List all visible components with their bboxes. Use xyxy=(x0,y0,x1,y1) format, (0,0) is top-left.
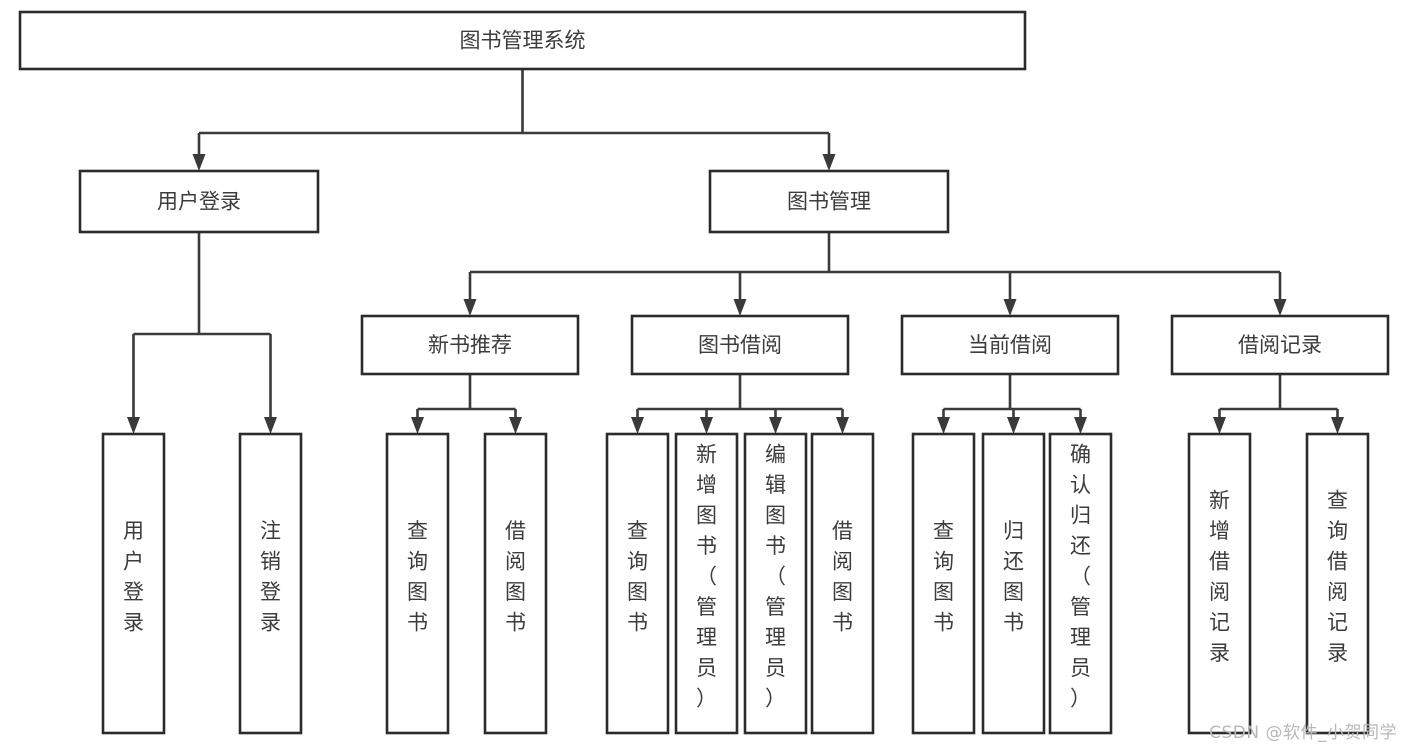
node-box[interactable] xyxy=(483,432,548,735)
node-label: 借阅记录 xyxy=(1238,333,1322,357)
node-bookmgmt[interactable]: 图书管理 xyxy=(708,169,950,234)
arrow-head-icon xyxy=(1273,299,1287,316)
arrow-head-icon xyxy=(1003,299,1017,316)
node-label: 用户登录 xyxy=(123,519,144,635)
arrow-head-icon xyxy=(836,417,849,434)
arrow-head-icon xyxy=(937,417,950,434)
connector-group-current xyxy=(937,374,1087,434)
node-label: 图书管理系统 xyxy=(460,29,586,53)
node-leaf5[interactable]: 查询图书 xyxy=(605,432,670,735)
node-label: 借阅图书 xyxy=(832,519,853,635)
node-leaf3[interactable]: 查询图书 xyxy=(385,432,450,735)
node-box[interactable] xyxy=(238,432,303,735)
arrow-head-icon xyxy=(1074,417,1087,434)
node-label: 图书借阅 xyxy=(698,333,782,357)
connector-group-root xyxy=(192,69,836,171)
node-box[interactable] xyxy=(900,314,1120,376)
node-box[interactable] xyxy=(360,314,580,376)
node-label: 归还图书 xyxy=(1003,519,1024,635)
node-leaf4[interactable]: 借阅图书 xyxy=(483,432,548,735)
node-label: 查询图书 xyxy=(933,519,954,635)
arrow-head-icon xyxy=(411,417,424,434)
node-leaf11[interactable]: 确认归还（管理员） xyxy=(1048,432,1113,735)
node-label: 新增图书（管理员） xyxy=(696,443,717,711)
arrow-head-icon xyxy=(463,299,477,316)
node-label: 确认归还（管理员） xyxy=(1070,443,1091,711)
connector-group-login xyxy=(127,232,277,434)
node-label: 查询图书 xyxy=(407,519,428,635)
node-box[interactable] xyxy=(1305,432,1370,735)
node-root[interactable]: 图书管理系统 xyxy=(18,10,1027,71)
node-leaf9[interactable]: 查询图书 xyxy=(911,432,976,735)
node-leaf6[interactable]: 新增图书（管理员） xyxy=(674,432,739,735)
node-box[interactable] xyxy=(605,432,670,735)
node-leaf13[interactable]: 查询借阅记录 xyxy=(1305,432,1370,735)
arrow-head-icon xyxy=(733,299,747,316)
arrow-head-icon xyxy=(631,417,644,434)
node-box[interactable] xyxy=(18,10,1027,71)
connector-group-records xyxy=(1213,374,1344,434)
nodes-layer: 图书管理系统用户登录图书管理新书推荐图书借阅当前借阅借阅记录用户登录注销登录查询… xyxy=(18,10,1390,735)
connector-group-borrow xyxy=(631,374,849,434)
arrow-head-icon xyxy=(822,154,836,171)
node-borrow[interactable]: 图书借阅 xyxy=(630,314,850,376)
node-box[interactable] xyxy=(101,432,166,735)
node-login[interactable]: 用户登录 xyxy=(78,169,320,234)
node-leaf12[interactable]: 新增借阅记录 xyxy=(1187,432,1252,735)
node-label: 注销登录 xyxy=(260,519,281,635)
node-label: 查询图书 xyxy=(627,519,648,635)
arrow-head-icon xyxy=(700,417,713,434)
node-box[interactable] xyxy=(1048,432,1113,735)
node-box[interactable] xyxy=(78,169,320,234)
node-label: 查询借阅记录 xyxy=(1327,488,1348,665)
node-label: 新书推荐 xyxy=(428,333,512,357)
node-label: 图书管理 xyxy=(787,190,871,214)
connector-group-bookmgmt xyxy=(463,232,1287,316)
arrow-head-icon xyxy=(1331,417,1344,434)
node-records[interactable]: 借阅记录 xyxy=(1170,314,1390,376)
node-current[interactable]: 当前借阅 xyxy=(900,314,1120,376)
edges-layer xyxy=(127,69,1344,434)
arrow-head-icon xyxy=(1213,417,1226,434)
arrow-head-icon xyxy=(127,417,140,434)
node-box[interactable] xyxy=(981,432,1046,735)
watermark-text: CSDN @软件_小贺同学 xyxy=(1209,723,1397,743)
node-leaf1[interactable]: 用户登录 xyxy=(101,432,166,735)
connector-group-newbook xyxy=(411,374,522,434)
arrow-head-icon xyxy=(264,417,277,434)
node-label: 借阅图书 xyxy=(505,519,526,635)
node-newbook[interactable]: 新书推荐 xyxy=(360,314,580,376)
node-box[interactable] xyxy=(743,432,808,735)
node-label: 新增借阅记录 xyxy=(1209,488,1230,665)
node-box[interactable] xyxy=(911,432,976,735)
arrow-head-icon xyxy=(1007,417,1020,434)
node-leaf7[interactable]: 编辑图书（管理员） xyxy=(743,432,808,735)
arrow-head-icon xyxy=(769,417,782,434)
node-box[interactable] xyxy=(1187,432,1252,735)
node-box[interactable] xyxy=(1170,314,1390,376)
node-leaf2[interactable]: 注销登录 xyxy=(238,432,303,735)
node-label: 当前借阅 xyxy=(968,333,1052,357)
arrow-head-icon xyxy=(509,417,522,434)
node-leaf10[interactable]: 归还图书 xyxy=(981,432,1046,735)
arrow-head-icon xyxy=(192,154,206,171)
node-label: 编辑图书（管理员） xyxy=(765,443,786,711)
node-box[interactable] xyxy=(630,314,850,376)
node-box[interactable] xyxy=(810,432,875,735)
node-box[interactable] xyxy=(708,169,950,234)
node-leaf8[interactable]: 借阅图书 xyxy=(810,432,875,735)
node-box[interactable] xyxy=(674,432,739,735)
node-label: 用户登录 xyxy=(157,190,241,214)
node-box[interactable] xyxy=(385,432,450,735)
